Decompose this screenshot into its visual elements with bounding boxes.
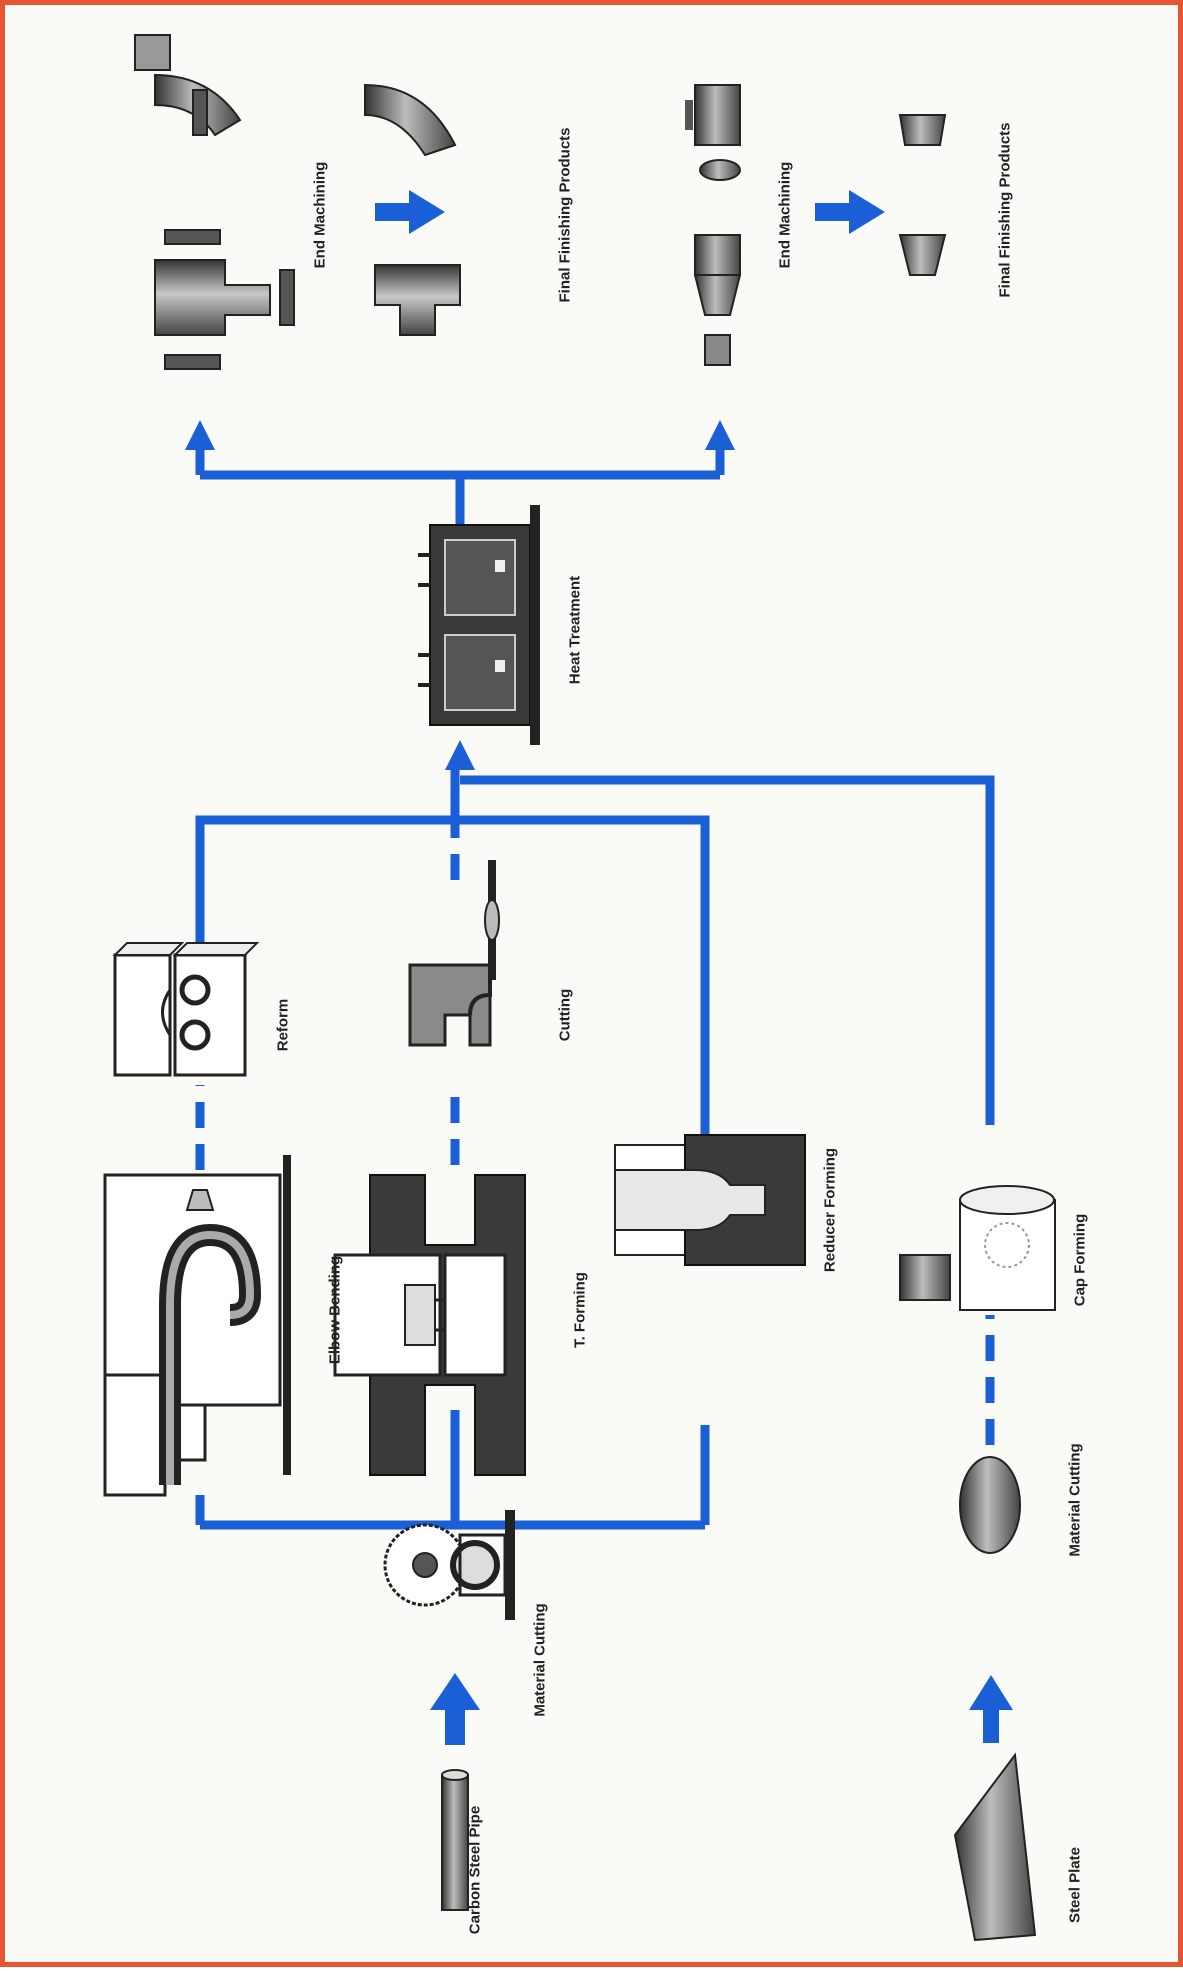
heat-split [200, 470, 720, 525]
plate-disc-icon [959, 1456, 1021, 1554]
process-flow-diagram [103, 34, 1056, 1942]
heat-treatment-furnace-icon [418, 505, 540, 745]
label-carbon-steel-pipe: Carbon Steel Pipe [466, 1805, 484, 1935]
label-reducer-forming: Reducer Forming [821, 1147, 839, 1273]
label-steel-plate: Steel Plate [1066, 1847, 1084, 1923]
elbow-bending-machine-icon [103, 1155, 291, 1497]
label-heat-treatment: Heat Treatment [566, 575, 584, 685]
end-machining-fittings-top-icon [134, 34, 295, 370]
flow-arrows [185, 190, 1013, 1745]
final-products-bottom-icon [898, 114, 947, 276]
arrow-end-to-final-top [375, 190, 445, 234]
label-material-cutting-pipe: Material Cutting [531, 1603, 549, 1717]
label-end-machining-bottom: End Machining [776, 161, 794, 269]
label-cutting: Cutting [556, 988, 574, 1042]
label-cap-forming: Cap Forming [1071, 1213, 1089, 1307]
label-end-machining-top: End Machining [311, 161, 329, 269]
label-material-cutting-plate: Material Cutting [1066, 1443, 1084, 1557]
label-t-forming: T. Forming [571, 1272, 589, 1348]
reducer-forming-press-icon [614, 1134, 806, 1266]
tee-cutting-icon [408, 860, 500, 1047]
label-reform: Reform [274, 998, 292, 1052]
end-machining-fittings-bottom-icon [685, 84, 742, 366]
flow-lines [195, 445, 995, 1530]
carbon-steel-pipe-icon [441, 1769, 469, 1911]
arrow-end-bottom [705, 420, 735, 450]
arrow-pipe-to-cutting [430, 1673, 480, 1745]
pipe-saw-icon [383, 1510, 515, 1620]
arrow-end-to-final-bottom [815, 190, 885, 234]
cap-line [460, 775, 995, 1125]
label-elbow-bending: Elbow Bending [326, 1255, 344, 1365]
label-final-products-top: Final Finishing Products [556, 127, 574, 303]
arrow-plate-to-cutting [969, 1675, 1013, 1743]
reform-dies-icon [112, 942, 260, 1077]
arrow-end-top [185, 420, 215, 450]
label-final-products-bottom: Final Finishing Products [996, 122, 1014, 298]
final-products-top-icon [364, 83, 461, 336]
arrow-heat-in [445, 740, 475, 770]
steel-plate-icon [953, 1752, 1037, 1942]
cap-forming-die-icon [899, 1185, 1056, 1311]
t-forming-die-icon [333, 1174, 526, 1476]
